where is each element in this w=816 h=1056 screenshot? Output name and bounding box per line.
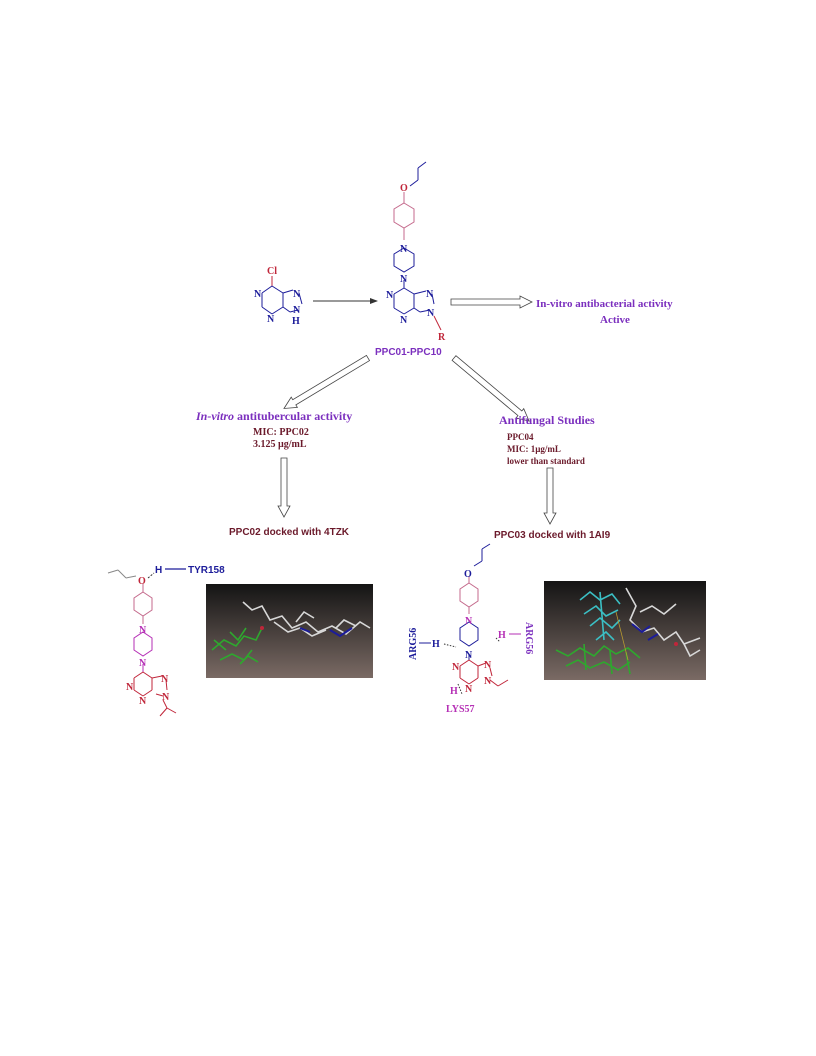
docking-left-title: PPC02 docked with 4TZK — [229, 527, 350, 538]
atom-n: N — [139, 696, 147, 707]
docking-image-4tzk — [206, 584, 373, 678]
residue-arg56-left: ARG56 — [408, 628, 419, 660]
atom-n: N — [293, 289, 301, 300]
antibacterial-status: Active — [600, 314, 630, 326]
atom-n: N — [161, 674, 169, 685]
atom-n: N — [386, 290, 394, 301]
hbond-h: H — [155, 565, 162, 576]
atom-n: N — [400, 244, 408, 255]
antifungal-compound: PPC04 — [507, 432, 534, 442]
atom-n: N — [293, 305, 301, 316]
r-group: R — [438, 332, 446, 343]
antitubercular-mic: MIC: PPC02 — [253, 427, 309, 438]
atom-n: N — [139, 658, 147, 669]
atom-n: N — [465, 684, 473, 695]
antitubercular-value: 3.125 µg/mL — [253, 439, 307, 450]
ligand-right-structure: O N N N N N N H H H ARG56 ARG56 LYS57 — [408, 543, 534, 715]
atom-h: H — [292, 316, 300, 327]
atom-o: O — [464, 569, 472, 580]
hbond-h: H — [432, 639, 440, 650]
antitubercular-block: In-vitro antitubercular activity MIC: PP… — [195, 409, 352, 538]
atom-o: O — [138, 576, 146, 587]
atom-n: N — [162, 692, 170, 703]
reactant-structure: Cl N N N N H — [254, 266, 303, 327]
arrow-to-antitubercular — [283, 354, 371, 409]
antitubercular-title: In-vitro antitubercular activity — [195, 409, 352, 423]
atom-n: N — [426, 289, 434, 300]
hbond-h: H — [450, 686, 458, 697]
atom-o: O — [400, 183, 408, 194]
atom-n: N — [427, 308, 435, 319]
antibacterial-result: In-vitro antibacterial activity Active — [536, 298, 673, 326]
docking-right-title: PPC03 docked with 1AI9 — [494, 530, 611, 541]
atom-n: N — [139, 625, 147, 636]
residue-arg56-right: ARG56 — [523, 622, 534, 654]
atom-n: N — [267, 314, 275, 325]
chlorine-atom: Cl — [267, 266, 277, 277]
antifungal-block: Antifungal Studies PPC04 MIC: 1µg/mL low… — [494, 413, 611, 541]
atom-n: N — [400, 315, 408, 326]
antibacterial-title: In-vitro antibacterial activity — [536, 298, 673, 310]
product-series-label: PPC01-PPC10 — [375, 347, 442, 358]
atom-n: N — [400, 274, 408, 285]
antitubercular-title-rest: antitubercular activity — [234, 409, 352, 423]
atom-n: N — [126, 682, 134, 693]
product-structure: O N N N N N N R PPC01-PPC10 — [375, 161, 446, 358]
arrow-down-right — [543, 467, 557, 525]
residue-lys57: LYS57 — [446, 704, 475, 715]
atom-n: N — [254, 289, 262, 300]
atom-n: N — [484, 660, 492, 671]
antitubercular-title-italic: In-vitro — [195, 409, 234, 423]
antifungal-title: Antifungal Studies — [499, 413, 595, 427]
arrow-to-antibacterial — [450, 295, 533, 309]
ligand-left-structure: O H TYR158 N N N N N N — [107, 565, 225, 717]
antifungal-note: lower than standard — [507, 456, 585, 466]
atom-n: N — [465, 616, 473, 627]
docking-image-1ai9 — [544, 581, 706, 680]
arrow-to-antifungal — [451, 355, 530, 422]
atom-n: N — [465, 650, 473, 661]
antifungal-mic: MIC: 1µg/mL — [507, 444, 561, 454]
hbond-h: H — [498, 630, 506, 641]
arrow-down-left — [277, 457, 291, 518]
residue-tyr158: TYR158 — [188, 565, 225, 576]
atom-n: N — [452, 662, 460, 673]
atom-n: N — [484, 676, 492, 687]
